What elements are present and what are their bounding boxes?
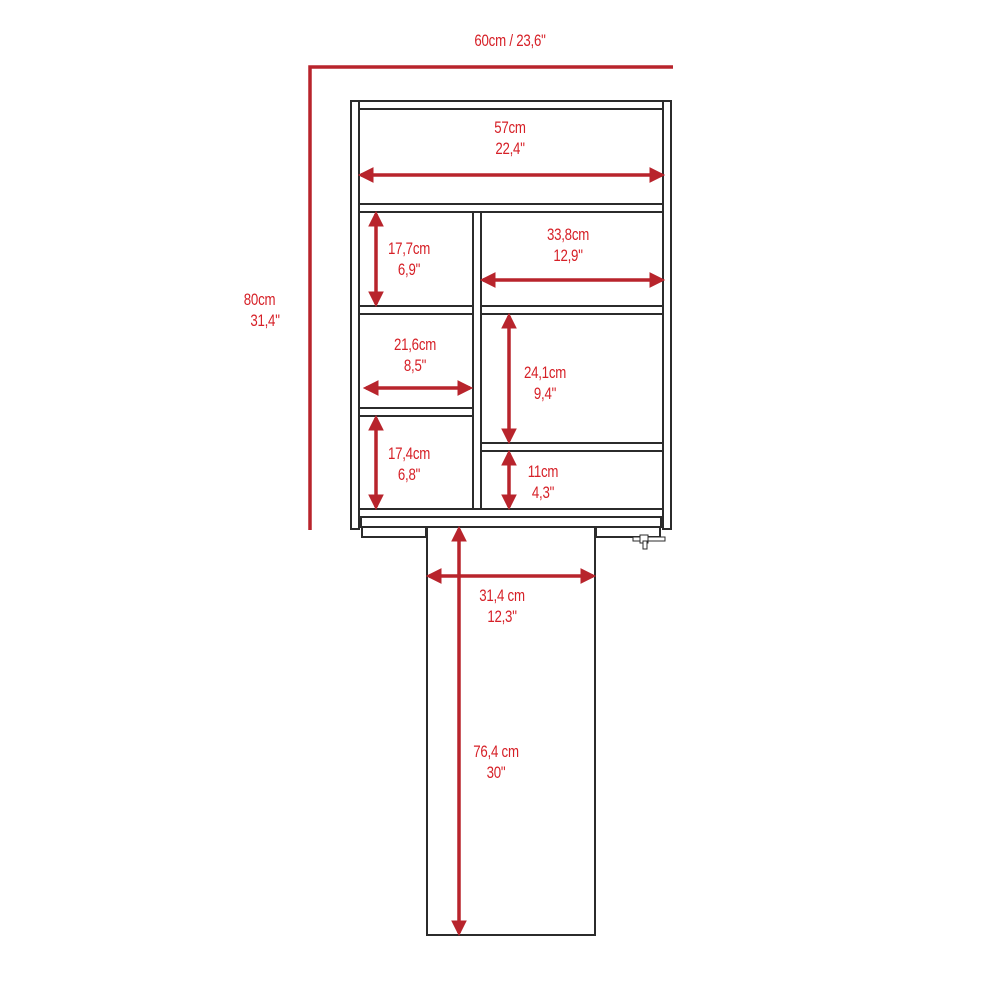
left-middle-width-in: 8,5" (403, 356, 427, 375)
base-plinth (360, 516, 662, 528)
left-shelf-2 (358, 407, 474, 417)
right-bracket (595, 526, 661, 538)
right-lower-height-label: 11cm 4,3" (512, 461, 574, 503)
overall-height-in: 31,4" (250, 311, 280, 330)
right-upper-width-cm: 33,8cm (546, 225, 590, 244)
left-lower-height-label: 17,4cm 6,8" (378, 443, 440, 485)
bottom-shelf (358, 508, 664, 518)
top-shelf (358, 203, 664, 213)
overall-width-label: 60cm / 23,6" (448, 30, 573, 51)
latch-icon (632, 534, 666, 550)
left-middle-width-label: 21,6cm 8,5" (384, 334, 446, 376)
right-middle-height-in: 9,4" (533, 384, 557, 403)
table-length-cm: 76,4 cm (473, 742, 519, 761)
dimension-arrows (357, 167, 666, 937)
left-upper-height-label: 17,7cm 6,9" (378, 238, 440, 280)
overall-dimension-lines (308, 65, 673, 530)
right-upper-width-label: 33,8cm 12,9" (537, 224, 599, 266)
left-upper-height-in: 6,9" (397, 260, 421, 279)
left-bracket (361, 526, 427, 538)
left-upper-height-cm: 17,7cm (387, 239, 431, 258)
right-side-panel (662, 100, 672, 530)
cabinet-body (350, 100, 672, 936)
left-middle-width-cm: 21,6cm (393, 335, 437, 354)
table-width-in: 12,3" (487, 607, 517, 626)
overall-height-cm: 80cm (243, 290, 276, 309)
top-shelf-width-in: 22,4" (495, 139, 525, 158)
right-upper-width-in: 12,9" (553, 246, 583, 265)
left-shelf-1 (358, 305, 474, 315)
right-shelf-2 (480, 442, 664, 452)
vertical-divider (472, 211, 482, 518)
table-width-label: 31,4 cm 12,3" (463, 585, 541, 627)
right-lower-height-cm: 11cm (527, 462, 559, 481)
top-shelf-width-label: 57cm 22,4" (479, 117, 541, 159)
right-middle-height-cm: 24,1cm (523, 363, 567, 382)
top-panel (358, 100, 664, 110)
table-length-in: 30" (486, 763, 506, 782)
right-shelf-1 (480, 305, 664, 315)
left-side-panel (350, 100, 360, 530)
overall-height-label: 80cm 31,4" (234, 289, 296, 331)
overall-width-text: 60cm / 23,6" (474, 31, 546, 50)
left-lower-height-cm: 17,4cm (387, 444, 431, 463)
right-middle-height-label: 24,1cm 9,4" (514, 362, 576, 404)
table-width-cm: 31,4 cm (479, 586, 525, 605)
right-lower-height-in: 4,3" (531, 483, 555, 502)
table-length-label: 76,4 cm 30" (457, 741, 535, 783)
top-shelf-width-cm: 57cm (494, 118, 526, 137)
left-lower-height-in: 6,8" (397, 465, 421, 484)
